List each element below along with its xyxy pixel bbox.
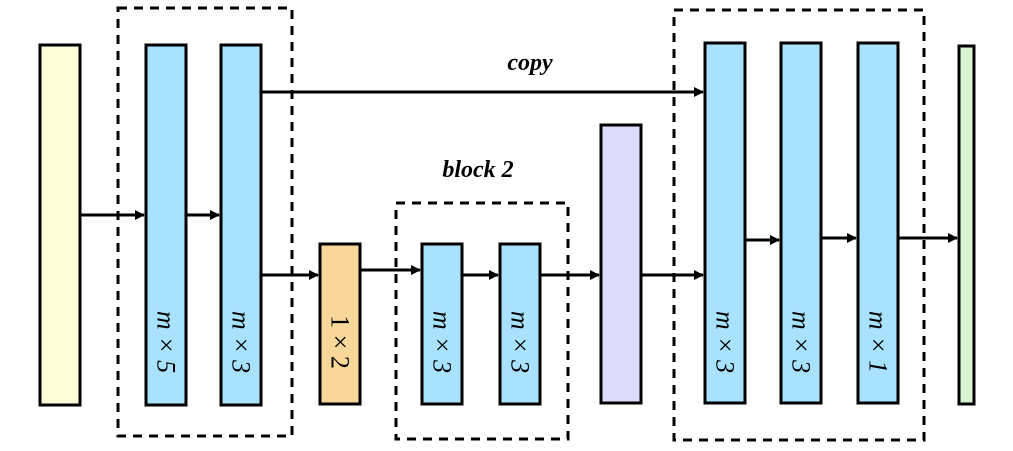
- block2-conv-1-label: m × 3: [428, 311, 457, 373]
- mid-layer: [599, 123, 643, 405]
- block2-label: block 2: [442, 157, 513, 183]
- block2-box: [394, 201, 570, 441]
- encoder-conv-1: [144, 43, 188, 407]
- encoder-conv-1-label: m × 5: [152, 311, 181, 373]
- block2-conv-2-label: m × 3: [506, 311, 535, 373]
- decoder-conv-2: [779, 41, 823, 405]
- output-layer: [957, 44, 976, 406]
- encoder-conv-2-label: m × 3: [227, 311, 256, 373]
- decoder-block-box: [672, 8, 926, 442]
- copy-label: copy: [507, 50, 553, 76]
- decoder-conv-1: [703, 41, 747, 405]
- encoder-conv-2: [219, 43, 263, 407]
- pool-layer: [318, 242, 362, 406]
- block2-conv-1: [420, 242, 464, 406]
- input-layer: [38, 43, 82, 407]
- decoder-conv-3: [856, 41, 900, 405]
- pool-label: 1 × 2: [326, 315, 355, 369]
- decoder-conv-1-label: m × 3: [711, 311, 740, 373]
- encoder-block-box: [116, 6, 294, 438]
- decoder-conv-2-label: m × 3: [787, 311, 816, 373]
- decoder-conv-3-label: m × 1: [864, 311, 893, 373]
- block2-conv-2: [498, 242, 542, 406]
